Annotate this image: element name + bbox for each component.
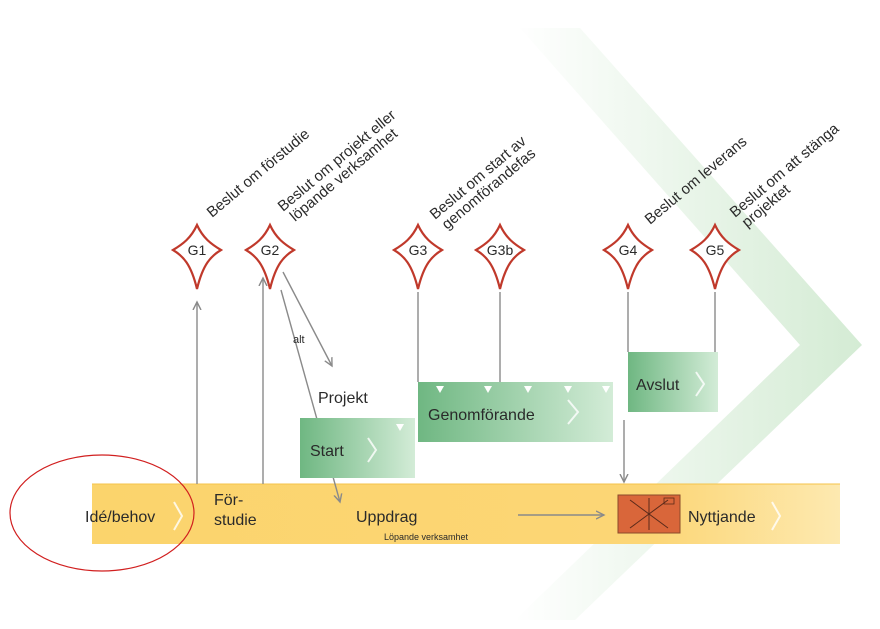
chevron-marks (173, 371, 782, 531)
gate-diamond-shape (243, 222, 297, 290)
gate-diamond-shape (601, 222, 655, 290)
avslut-label: Avslut (636, 377, 680, 394)
progress-triangles (396, 386, 610, 431)
genomforande-box (418, 382, 613, 442)
gate-label: G4 (619, 242, 638, 258)
lopande-label: Löpande verksamhet (384, 532, 469, 542)
gate-diamond-shape (688, 222, 742, 290)
highlight-circle (9, 454, 195, 572)
uppdrag-label: Uppdrag (356, 509, 417, 526)
benefit-icon (617, 494, 681, 534)
genomforande-label: Genomförande (428, 407, 535, 424)
alt-arrow (282, 271, 332, 366)
forstudie-label-2: studie (214, 512, 257, 529)
start-box (300, 418, 415, 478)
gate-label: G5 (706, 242, 725, 258)
projekt-label: Projekt (318, 390, 368, 407)
gate-caption: Beslut om att stänga (727, 120, 843, 221)
gate-label: G3 (409, 242, 428, 258)
gate-label: G3b (487, 242, 514, 258)
gate-label: G1 (188, 242, 207, 258)
gate-label: G2 (261, 242, 280, 258)
gate-diamond-shape (170, 222, 224, 290)
forstudie-label-1: För- (214, 492, 243, 509)
gate-diamond-shape (473, 222, 527, 290)
gate-diamond-shape (391, 222, 445, 290)
gate-g3b: G3b (473, 222, 527, 290)
ide-behov-label: Idé/behov (85, 509, 155, 526)
start-label: Start (310, 443, 344, 460)
gate-caption: Beslut om projekt eller (275, 107, 400, 215)
nyttjande-label: Nyttjande (688, 509, 756, 526)
phase-bar (92, 484, 840, 544)
alt-label: alt (293, 334, 305, 346)
